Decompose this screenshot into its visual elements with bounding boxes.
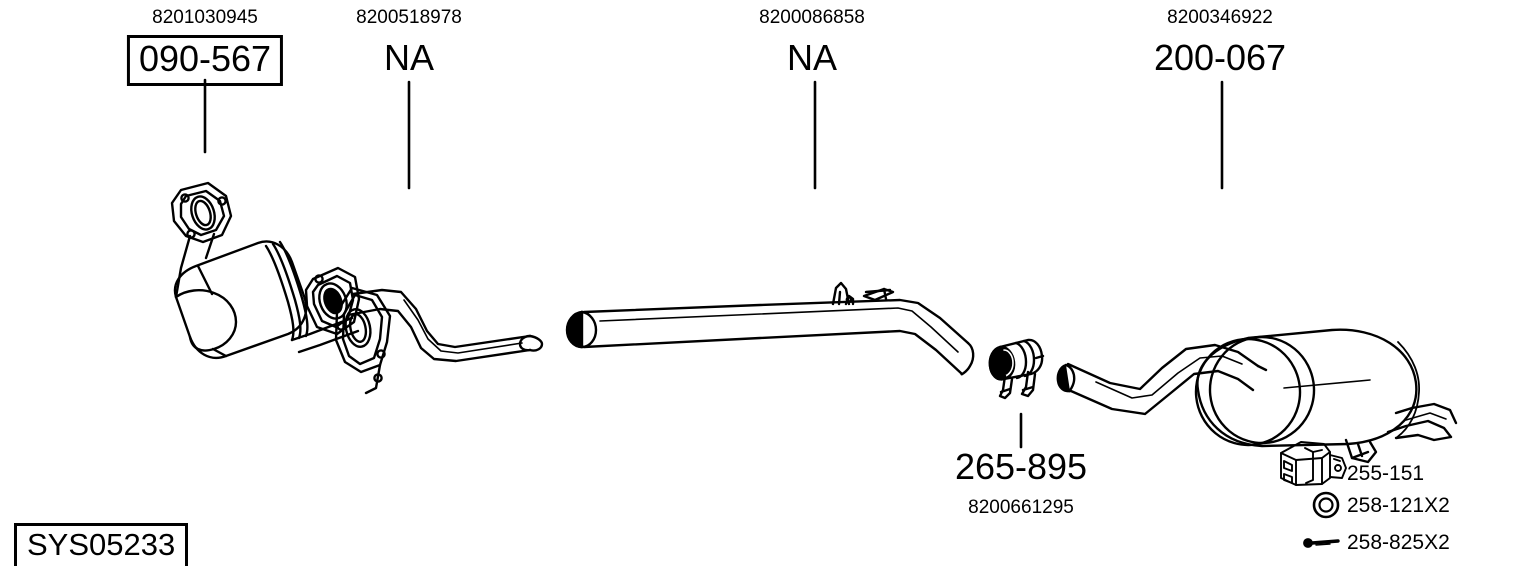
part-clamp [988,338,1045,400]
part-catalytic-converter [170,181,392,395]
oem-code-rear-silencer: 8200346922 [1167,7,1273,28]
bracket-icon [1280,441,1347,486]
oem-code-catalytic-converter: 8201030945 [152,7,258,28]
part-rear-silencer [1056,328,1458,464]
part-centre-pipe [565,281,975,376]
leader-lines [203,78,1224,449]
oem-code-clamp: 8200661295 [968,497,1074,518]
part-code-rear-silencer: 200-067 [1153,37,1287,78]
bolt-icon [1303,538,1340,548]
part-code-catalytic-converter: 090-567 [126,35,284,86]
part-front-pipe [304,266,544,363]
oem-code-front-pipe: 8200518978 [356,7,462,28]
legend-code-ring-washer: 258-121X2 [1347,494,1450,517]
system-code: SYS05233 [14,523,189,566]
part-code-front-pipe: NA [383,37,435,78]
part-code-clamp: 265-895 [954,446,1088,487]
legend-code-bracket: 255-151 [1347,462,1425,485]
part-code-centre-pipe: NA [786,37,838,78]
legend-code-bolt: 258-825X2 [1347,531,1450,554]
ring-washer-icon [1312,491,1340,519]
oem-code-centre-pipe: 8200086858 [759,7,865,28]
